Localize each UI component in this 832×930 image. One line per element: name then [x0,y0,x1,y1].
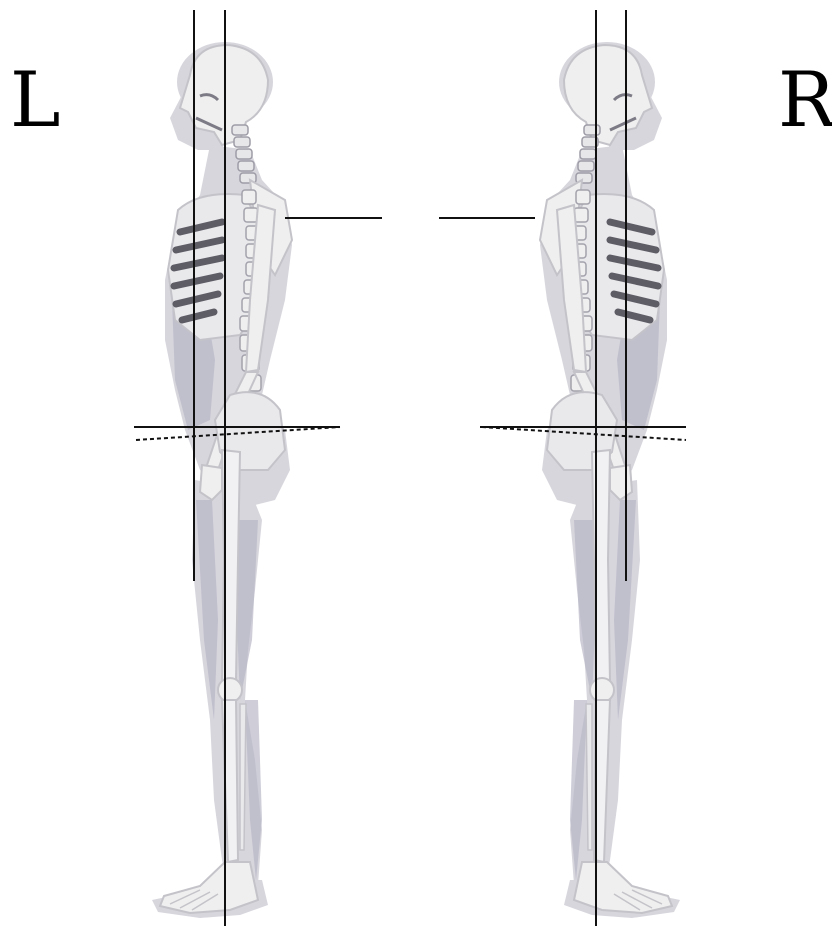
right-side-label: R [778,62,832,138]
left-side-label: L [10,62,60,138]
right-skeleton-figure [540,42,680,918]
left-skeleton-figure [152,42,292,918]
